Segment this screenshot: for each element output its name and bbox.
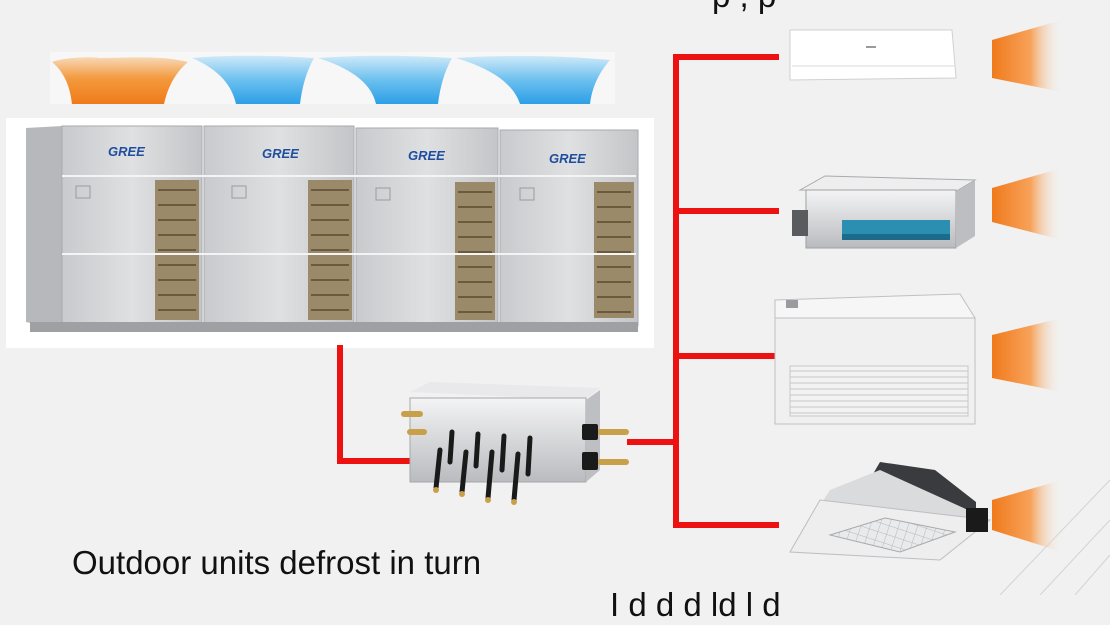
heat-wave-1	[52, 57, 188, 104]
pipe-outdoor-to-branch	[337, 345, 413, 464]
caption-top-partial: p , p	[712, 0, 776, 16]
branch-box	[401, 382, 629, 505]
airflow-band	[50, 52, 615, 104]
indoor-unit-cassette	[789, 462, 992, 561]
cool-wave-3	[456, 55, 610, 104]
heat-output-indicators	[992, 20, 1062, 552]
cool-wave-2	[318, 55, 452, 104]
diagram-canvas: GREE GREE GREE GREE	[6, 20, 1110, 596]
caption-bottom-partial: I d d d ld l d	[610, 586, 781, 623]
svg-text:GREE: GREE	[262, 146, 299, 161]
gree-logo: GREE GREE GREE GREE	[108, 144, 586, 166]
heat-output-4	[992, 480, 1062, 552]
diagram-stage: GREE GREE GREE GREE	[6, 0, 1110, 623]
heat-output-2	[992, 168, 1062, 240]
indoor-unit-wall-mounted	[789, 29, 957, 81]
heat-output-3	[992, 318, 1062, 392]
caption-outdoor-defrost: Outdoor units defrost in turn	[72, 544, 482, 581]
outdoor-module-4	[499, 129, 639, 327]
indoor-unit-floor-ceiling	[774, 293, 976, 425]
outdoor-unit: GREE GREE GREE GREE	[6, 118, 654, 348]
svg-text:GREE: GREE	[408, 148, 445, 163]
heat-output-1	[992, 20, 1062, 92]
svg-text:GREE: GREE	[108, 144, 145, 159]
svg-text:GREE: GREE	[549, 151, 586, 166]
cool-wave-1	[192, 55, 314, 104]
refrigerant-pipes	[337, 54, 779, 528]
indoor-unit-ducted	[792, 175, 977, 249]
